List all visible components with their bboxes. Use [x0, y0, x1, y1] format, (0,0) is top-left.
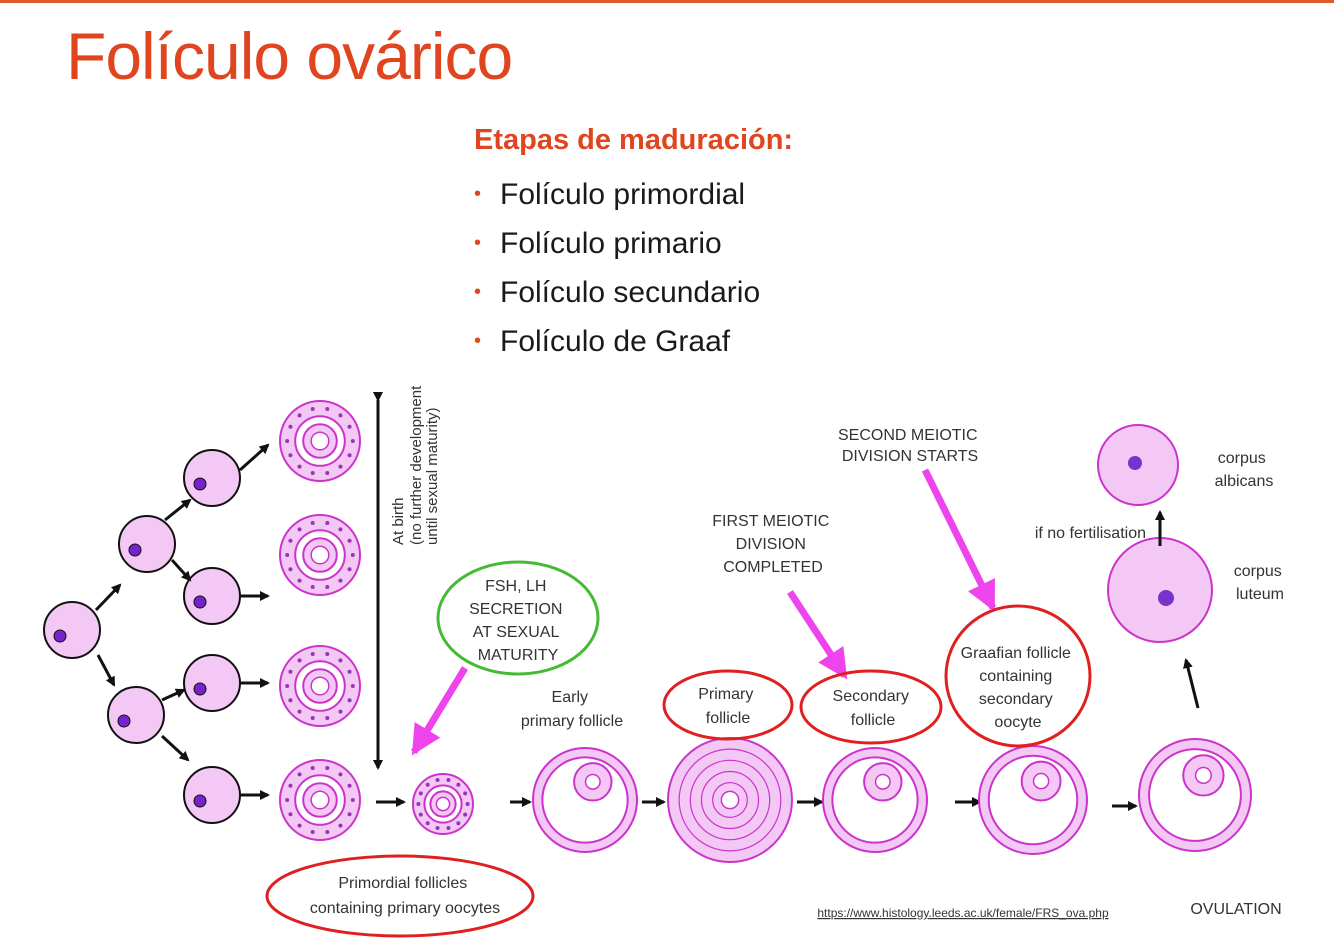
fsh-label: FSH, LH SECRETION AT SEXUAL MATURITY	[469, 578, 567, 664]
oocyte-cell	[184, 655, 240, 711]
first-meiotic-arrow	[790, 592, 845, 676]
at-birth-label: At birth (no further development until s…	[390, 382, 441, 545]
stage-label: Folículo de Graaf	[500, 325, 730, 359]
corpus-luteum-label: corpus luteum	[1234, 563, 1286, 603]
stages-list: •Folículo primordial •Folículo primario …	[474, 170, 760, 366]
stage-label: Folículo primordial	[500, 178, 745, 212]
second-meiotic-arrow	[925, 470, 993, 608]
arrow	[162, 690, 184, 700]
primary-label: Primary follicle	[698, 686, 758, 727]
corpus-albicans-label: corpus albicans	[1215, 450, 1274, 490]
primordial-label: Primordial follicles containing primary …	[310, 875, 500, 917]
slide-title: Folículo ovárico	[66, 18, 512, 94]
primary-ring	[664, 671, 792, 739]
fsh-arrow	[414, 668, 465, 752]
corpus-luteum-shape	[1108, 538, 1212, 642]
svg-text:https://www.histology.leeds.ac: https://www.histology.leeds.ac.uk/female…	[817, 906, 1109, 920]
graafian-label: Graafian follicle containing secondary o…	[961, 645, 1076, 731]
up-arrow-luteum	[1186, 660, 1198, 708]
bullet-icon: •	[474, 281, 500, 304]
stage-label: Folículo secundario	[500, 276, 760, 310]
primordial-ring	[267, 856, 533, 936]
ovulation-label: OVULATION	[1190, 901, 1281, 918]
arrow	[240, 445, 268, 470]
oocyte-cell	[184, 767, 240, 823]
bullet-icon: •	[474, 232, 500, 255]
if-no-fertilisation-label: if no fertilisation	[1035, 525, 1146, 542]
oocyte-cell	[108, 687, 164, 743]
stages-heading: Etapas de maduración:	[474, 124, 793, 157]
oocyte-cell	[119, 516, 175, 572]
bullet-icon: •	[474, 183, 500, 206]
arrow	[96, 585, 120, 610]
cells-layer	[44, 401, 1251, 862]
follicle-development-diagram: At birth (no further development until s…	[0, 380, 1334, 946]
arrow	[162, 736, 188, 760]
oocyte-cell	[184, 450, 240, 506]
arrow	[172, 560, 190, 580]
stage-item: •Folículo secundario	[474, 268, 760, 317]
first-meiotic-label: FIRST MEIOTIC DIVISION COMPLETED	[712, 513, 834, 576]
stage-item: •Folículo de Graaf	[474, 317, 760, 366]
stage-label: Folículo primario	[500, 227, 722, 261]
arrow	[165, 500, 190, 520]
secondary-label: Secondary follicle	[833, 688, 914, 729]
oocyte-cell	[44, 602, 100, 658]
stage-item: •Folículo primordial	[474, 170, 760, 219]
stage-item: •Folículo primario	[474, 219, 760, 268]
bullet-icon: •	[474, 330, 500, 353]
secondary-ring	[801, 671, 941, 743]
source-link[interactable]: https://www.histology.leeds.ac.uk/female…	[817, 906, 1109, 920]
top-rule	[0, 0, 1334, 3]
early-primary-label: Early primary follicle	[521, 689, 623, 730]
arrow	[98, 655, 114, 685]
oocyte-cell	[184, 568, 240, 624]
second-meiotic-label: SECOND MEIOTIC DIVISION STARTS	[838, 427, 982, 465]
